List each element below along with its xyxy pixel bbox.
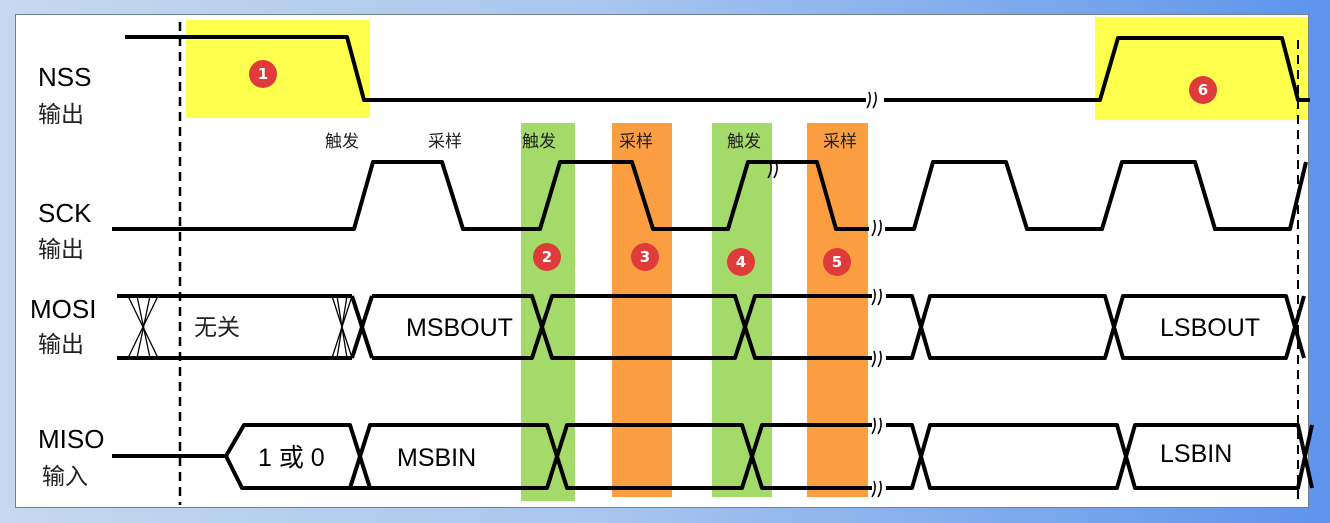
step-badge-6: 6: [1189, 76, 1217, 104]
step-badge-2: 2: [533, 243, 561, 271]
svg-text:5: 5: [832, 253, 842, 271]
miso-msb: MSBIN: [397, 444, 476, 472]
sample-label: 采样: [428, 132, 462, 152]
sample-band-2: [807, 123, 868, 497]
mosi-lsb: LSBOUT: [1160, 314, 1260, 342]
step-badge-5: 5: [823, 248, 851, 276]
sample-label: 采样: [619, 132, 653, 152]
svg-text:4: 4: [736, 253, 746, 271]
svg-text:3: 3: [640, 248, 650, 266]
nss-direction: 输出: [38, 102, 84, 128]
sck-label: SCK: [38, 198, 92, 228]
sample-label: 采样: [823, 132, 857, 152]
step-badge-4: 4: [727, 248, 755, 276]
nss-waveform: [125, 35, 866, 102]
mosi-bus: [117, 294, 1306, 360]
svg-text:2: 2: [542, 248, 552, 266]
mosi-dont-care: 无关: [194, 315, 240, 341]
nss-end-highlight: [1095, 17, 1307, 120]
sck-waveform: [112, 160, 869, 231]
miso-label: MISO: [38, 424, 104, 454]
step-badge-3: 3: [631, 243, 659, 271]
svg-text:6: 6: [1198, 81, 1208, 99]
trigger-label: 触发: [325, 132, 359, 152]
nss-start-highlight: [186, 20, 370, 118]
mosi-label: MOSI: [30, 294, 96, 324]
trigger-label: 触发: [522, 132, 556, 152]
sample-band-1: [612, 123, 672, 497]
sck-direction: 输出: [38, 237, 84, 263]
mosi-direction: 输出: [38, 332, 84, 358]
miso-direction: 输入: [42, 464, 88, 490]
sck-waveform-end: [885, 160, 1308, 231]
svg-text:1: 1: [258, 65, 268, 83]
miso-bus: [112, 423, 1314, 490]
trigger-label: 触发: [727, 132, 761, 152]
miso-lsb: LSBIN: [1160, 440, 1232, 468]
break-marks: [767, 91, 882, 498]
nss-waveform-end: [884, 36, 1310, 102]
nss-label: NSS: [38, 62, 91, 92]
miso-initial: 1 或 0: [258, 444, 325, 472]
mosi-msb: MSBOUT: [406, 314, 513, 342]
step-badge-1: 1: [249, 60, 277, 88]
